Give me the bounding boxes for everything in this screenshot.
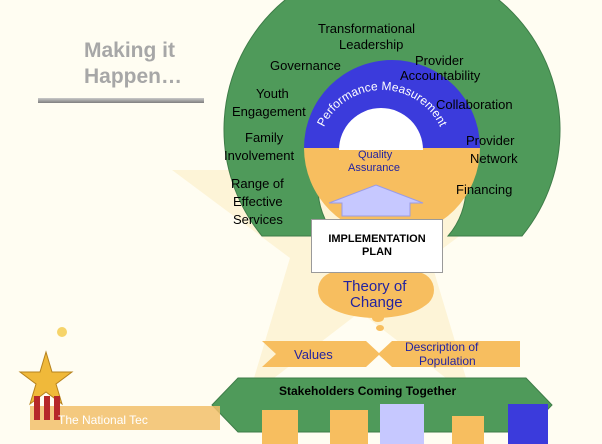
theory-of-change-line2: Change <box>350 294 403 311</box>
footer-org-name: The National Tec <box>58 413 148 427</box>
bottom-block-2 <box>330 410 368 444</box>
label-governance: Governance <box>270 58 341 73</box>
label-provider-network-2: Network <box>470 151 518 166</box>
label-leadership: Leadership <box>339 37 404 52</box>
stakeholders-label: Stakeholders Coming Together <box>279 384 457 398</box>
description-label-1: Description of <box>405 340 479 354</box>
description-label-2: Population <box>419 354 476 368</box>
theory-of-change-line1: Theory of <box>343 278 407 295</box>
label-family-2: Involvement <box>224 148 295 163</box>
inner-top <box>339 108 423 150</box>
description-arrow <box>378 341 520 367</box>
up-arrow <box>328 184 424 217</box>
label-financing: Financing <box>456 182 513 197</box>
star-figures-logo <box>18 327 74 420</box>
implementation-plan-line1: IMPLEMENTATION <box>328 233 426 245</box>
title-rule <box>38 98 204 103</box>
title-line-1: Making it <box>84 39 176 62</box>
label-range-3: Services <box>233 212 283 227</box>
label-youth-1: Youth <box>256 86 289 101</box>
implementation-plan-line2: PLAN <box>362 246 392 258</box>
label-provider-accountability-2: Accountability <box>400 68 481 83</box>
label-youth-2: Engagement <box>232 104 306 119</box>
bottom-block-4 <box>452 416 484 444</box>
label-provider-accountability-1: Provider <box>415 53 464 68</box>
bottom-block-3 <box>380 404 424 444</box>
theory-cloud <box>318 260 434 331</box>
footer-strip <box>30 406 220 430</box>
label-quality: Quality <box>358 149 393 161</box>
bottom-block-5 <box>508 404 548 444</box>
bottom-block-1 <box>262 410 298 444</box>
label-transformational-line1: Transformational <box>318 21 416 36</box>
label-range-1: Range of <box>231 176 284 191</box>
label-transformational: Transformational <box>318 21 415 36</box>
values-arrow <box>262 341 380 367</box>
slide-title: Making it Happen… <box>84 38 204 90</box>
values-label: Values <box>294 347 333 362</box>
title-line-2: Happen… <box>84 65 183 88</box>
inner-bottom <box>339 150 423 192</box>
label-collaboration: Collaboration <box>436 97 513 112</box>
implementation-plan-box: IMPLEMENTATION PLAN <box>311 219 443 273</box>
label-range-2: Effective <box>233 194 283 209</box>
label-family-1: Family <box>245 130 284 145</box>
label-assurance: Assurance <box>348 162 400 174</box>
label-provider-network-1: Provider <box>466 133 515 148</box>
